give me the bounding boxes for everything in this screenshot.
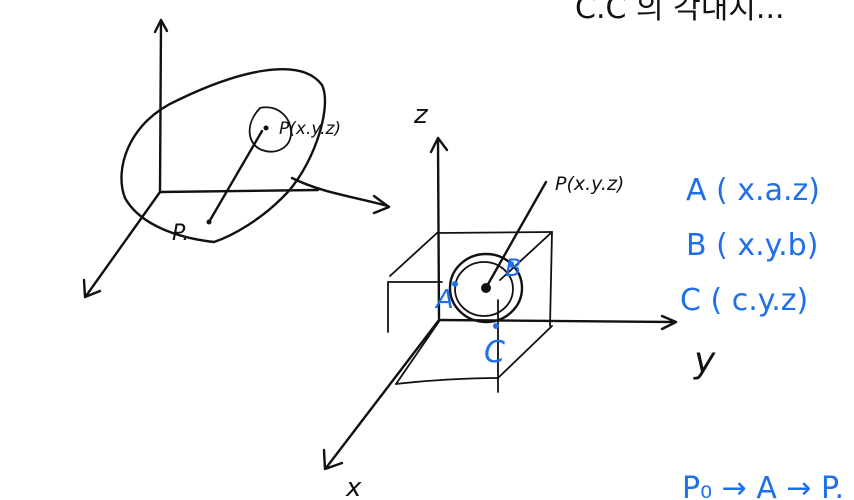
left-curved-arrowhead — [372, 194, 391, 215]
box-right-top-diagonal — [499, 231, 553, 281]
point-b-label: B — [505, 254, 521, 282]
left-region-blob — [120, 67, 327, 244]
right-z-axis — [436, 138, 441, 320]
left-point-label: P(x.y.z) — [279, 119, 341, 139]
right-point-p-dot — [481, 283, 491, 293]
right-x-axis — [324, 318, 441, 470]
right-z-arrowhead — [429, 136, 449, 154]
right-point-leader-line — [485, 180, 548, 288]
box-bottom-right-edge — [497, 325, 553, 379]
left-x-arrowhead — [82, 278, 102, 299]
right-x-arrowhead — [322, 448, 344, 471]
coordinate-b: B ( x.y.b) — [686, 228, 818, 263]
right-y-arrowhead — [660, 314, 678, 331]
left-segment-p0-p — [207, 129, 264, 224]
left-y-axis — [158, 188, 320, 194]
box-left-top-diagonal — [389, 232, 438, 277]
left-origin-label: P. — [172, 221, 189, 246]
right-point-label: P(x.y.z) — [555, 173, 624, 195]
right-axis-y-label: y — [693, 340, 716, 381]
sphere-outer-circle — [448, 252, 524, 324]
path-note: P₀ → A → P. — [682, 471, 844, 500]
coordinate-c: C ( c.y.z) — [680, 283, 808, 318]
left-x-axis — [84, 190, 162, 298]
coordinate-a: A ( x.a.z) — [686, 173, 820, 208]
point-a-dot — [452, 281, 458, 287]
sphere-inner-circle — [454, 261, 514, 317]
left-z-axis — [158, 20, 163, 194]
right-figure: z y x P(x.y.z) A B C — [322, 100, 716, 500]
left-point-p-dot — [263, 125, 269, 131]
coordinate-list: A ( x.a.z) B ( x.y.b) C ( c.y.z) — [680, 173, 820, 318]
left-figure: P(x.y.z) P. — [82, 18, 391, 299]
point-c-label: C — [484, 335, 505, 370]
point-a-label: A — [434, 285, 454, 315]
left-curved-arrow — [290, 176, 390, 208]
box-bottom-front-edge — [395, 377, 499, 385]
box-back-top-edge — [436, 231, 553, 234]
left-neighborhood-circle — [248, 106, 292, 153]
right-axis-x-label: x — [345, 473, 362, 500]
box-back-right-edge — [549, 231, 553, 327]
box-left-lower-diagonal — [395, 319, 441, 385]
point-c-dot — [493, 323, 499, 329]
left-z-arrowhead — [153, 18, 169, 34]
top-note: C.C 의 각내지... — [575, 0, 785, 26]
right-axis-z-label: z — [413, 100, 429, 130]
point-b-dot — [508, 261, 514, 267]
left-origin-dot — [206, 219, 212, 225]
